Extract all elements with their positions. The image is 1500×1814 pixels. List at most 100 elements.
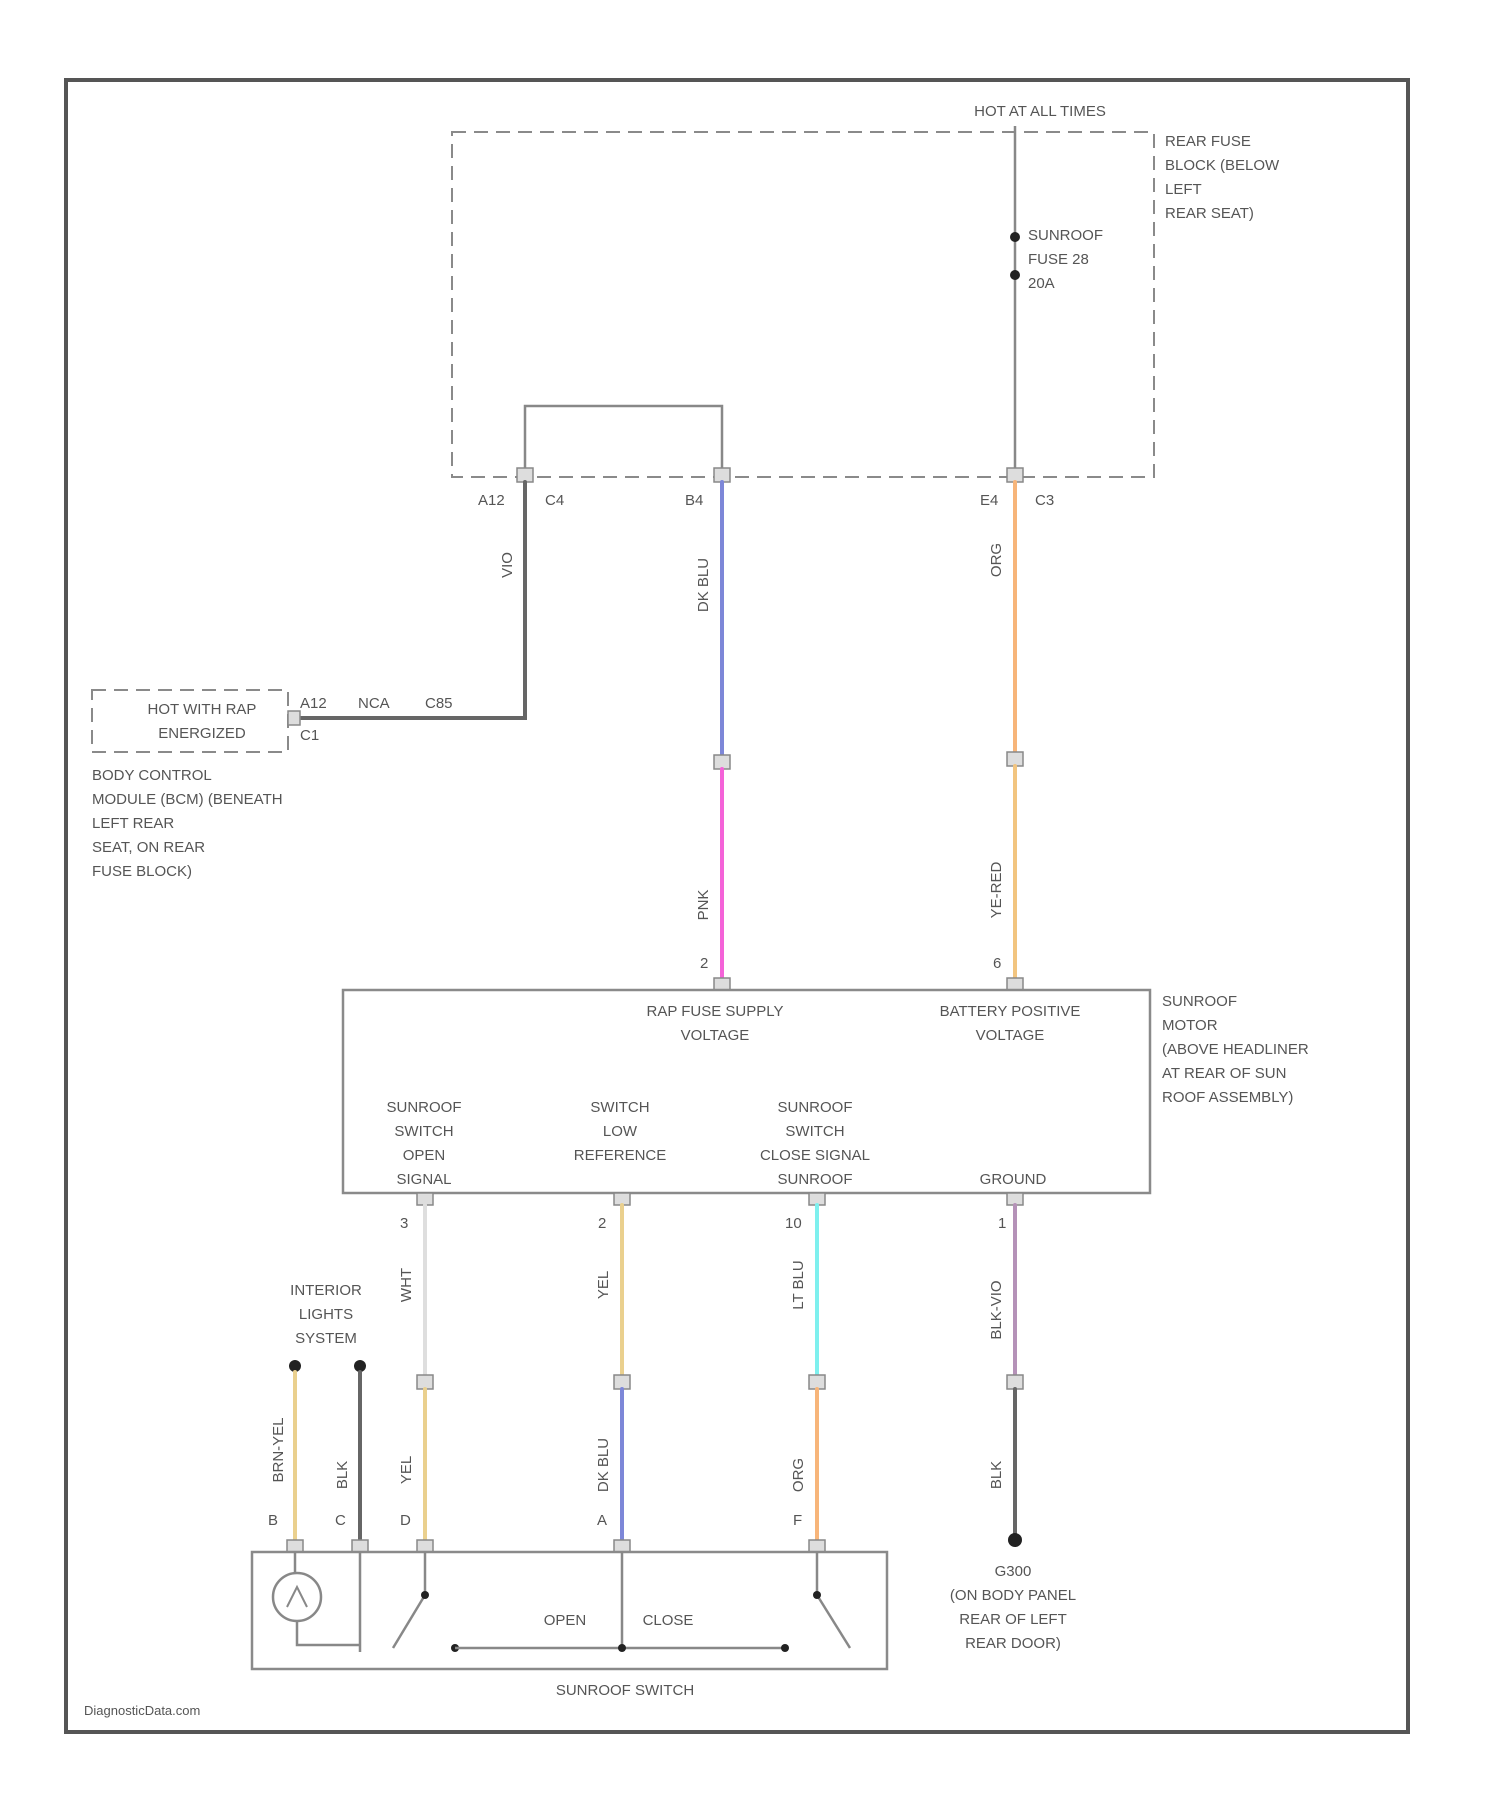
- open-contact-pivot: [421, 1591, 429, 1599]
- ground-label: GROUND: [980, 1171, 1047, 1188]
- svg-text:AT REAR OF SUN: AT REAR OF SUN: [1162, 1065, 1286, 1082]
- inline-connector-1: [714, 755, 730, 769]
- svg-text:ENERGIZED: ENERGIZED: [158, 725, 246, 742]
- svg-text:SUNROOF: SUNROOF: [778, 1171, 853, 1188]
- pin-a12: A12: [478, 492, 505, 509]
- wire-label-lt-blu: LT BLU: [790, 1260, 807, 1309]
- motor-pin-2-top: 2: [700, 955, 708, 972]
- svg-text:FUSE BLOCK): FUSE BLOCK): [92, 863, 192, 880]
- svg-text:SEAT, ON REAR: SEAT, ON REAR: [92, 839, 205, 856]
- svg-text:HOT WITH RAP: HOT WITH RAP: [148, 701, 257, 718]
- svg-text:RAP FUSE SUPPLY: RAP FUSE SUPPLY: [647, 1003, 784, 1020]
- svg-text:BATTERY POSITIVE: BATTERY POSITIVE: [940, 1003, 1081, 1020]
- wire-label-dk-blu: DK BLU: [695, 558, 712, 612]
- svg-text:VOLTAGE: VOLTAGE: [976, 1027, 1045, 1044]
- wire-label-pnk: PNK: [695, 890, 712, 921]
- svg-text:G300: G300: [995, 1563, 1032, 1580]
- wire-vio: [298, 482, 525, 718]
- connector-switch-d: [417, 1540, 433, 1552]
- sunroof-motor-label: SUNROOF MOTOR (ABOVE HEADLINER AT REAR O…: [1162, 993, 1309, 1106]
- svg-text:BODY CONTROL: BODY CONTROL: [92, 767, 212, 784]
- hot-at-all-times-label: HOT AT ALL TIMES: [974, 103, 1106, 120]
- svg-text:VOLTAGE: VOLTAGE: [681, 1027, 750, 1044]
- svg-text:CLOSE SIGNAL: CLOSE SIGNAL: [760, 1147, 870, 1164]
- interior-lights-label: INTERIOR LIGHTS SYSTEM: [290, 1282, 362, 1347]
- connector-a12: [517, 468, 533, 482]
- svg-text:LEFT REAR: LEFT REAR: [92, 815, 174, 832]
- wire-label-vio: VIO: [499, 552, 516, 578]
- svg-text:SUNROOF: SUNROOF: [1028, 227, 1103, 244]
- svg-text:OPEN: OPEN: [403, 1147, 446, 1164]
- connector-motor-6: [1007, 978, 1023, 990]
- svg-text:(ABOVE HEADLINER: (ABOVE HEADLINER: [1162, 1041, 1309, 1058]
- svg-text:ROOF ASSEMBLY): ROOF ASSEMBLY): [1162, 1089, 1293, 1106]
- wire-label-org: ORG: [988, 543, 1005, 577]
- low-reference-node: [618, 1644, 626, 1652]
- connector-e4: [1007, 468, 1023, 482]
- svg-text:LEFT: LEFT: [1165, 181, 1202, 198]
- pin-e4: E4: [980, 492, 998, 509]
- pin-c3: C3: [1035, 492, 1054, 509]
- sunroof-motor-box: [343, 990, 1150, 1193]
- svg-text:SWITCH: SWITCH: [785, 1123, 844, 1140]
- motor-pin-1: 1: [998, 1215, 1006, 1232]
- bcm-pin-c85: C85: [425, 695, 453, 712]
- close-contact-pivot: [813, 1591, 821, 1599]
- wire-label-wht: WHT: [398, 1268, 415, 1302]
- connector-switch-c: [352, 1540, 368, 1552]
- wire-label-blk-lights: BLK: [334, 1461, 351, 1489]
- svg-text:REAR FUSE: REAR FUSE: [1165, 133, 1251, 150]
- svg-text:REAR OF LEFT: REAR OF LEFT: [959, 1611, 1067, 1628]
- inline-connector-6: [1007, 1375, 1023, 1389]
- switch-pin-f: F: [793, 1512, 802, 1529]
- svg-text:INTERIOR: INTERIOR: [290, 1282, 362, 1299]
- wire-label-ye-red: YE-RED: [988, 862, 1005, 919]
- motor-pin-2-bottom: 2: [598, 1215, 606, 1232]
- svg-text:SUNROOF: SUNROOF: [1162, 993, 1237, 1010]
- motor-pin-10: 10: [785, 1215, 802, 1232]
- wire-label-brn-yel: BRN-YEL: [270, 1417, 287, 1482]
- sunroof-switch-title: SUNROOF SWITCH: [556, 1682, 694, 1699]
- switch-pin-c: C: [335, 1512, 346, 1529]
- bcm-pin-nca: NCA: [358, 695, 390, 712]
- svg-text:FUSE 28: FUSE 28: [1028, 251, 1089, 268]
- wire-label-org-close: ORG: [790, 1458, 807, 1492]
- bcm-box: [92, 690, 288, 752]
- switch-close-label: CLOSE: [643, 1612, 694, 1629]
- connector-switch-b: [287, 1540, 303, 1552]
- ground-point-g300: [1008, 1533, 1022, 1547]
- svg-text:LOW: LOW: [603, 1123, 638, 1140]
- bcm-pin-a12: A12: [300, 695, 327, 712]
- svg-text:SYSTEM: SYSTEM: [295, 1330, 357, 1347]
- svg-text:REAR DOOR): REAR DOOR): [965, 1635, 1061, 1652]
- ground-g300-label: G300 (ON BODY PANEL REAR OF LEFT REAR DO…: [950, 1563, 1076, 1652]
- sunroof-fuse-label: SUNROOF FUSE 28 20A: [1028, 227, 1103, 292]
- svg-text:MOTOR: MOTOR: [1162, 1017, 1218, 1034]
- connector-switch-a: [614, 1540, 630, 1552]
- rear-fuse-block-outline: [452, 132, 1154, 477]
- svg-text:SWITCH: SWITCH: [590, 1099, 649, 1116]
- inline-connector-3: [417, 1375, 433, 1389]
- switch-pin-a: A: [597, 1512, 607, 1529]
- fuse-terminal-bottom: [1010, 270, 1020, 280]
- inline-connector-2: [1007, 752, 1023, 766]
- fuse-terminal-top: [1010, 232, 1020, 242]
- motor-pin-3: 3: [400, 1215, 408, 1232]
- svg-text:(ON BODY PANEL: (ON BODY PANEL: [950, 1587, 1076, 1604]
- footer-watermark: DiagnosticData.com: [84, 1703, 200, 1718]
- pin-c4: C4: [545, 492, 564, 509]
- wire-label-blk-ground: BLK: [988, 1461, 1005, 1489]
- close-contact-terminal: [781, 1644, 789, 1652]
- diagram-frame: [66, 80, 1408, 1732]
- pin-b4: B4: [685, 492, 703, 509]
- connector-motor-2: [714, 978, 730, 990]
- internal-jumper: [525, 406, 722, 470]
- svg-text:MODULE (BCM) (BENEATH: MODULE (BCM) (BENEATH: [92, 791, 283, 808]
- wire-label-yel-open: YEL: [398, 1456, 415, 1484]
- inline-connector-4: [614, 1375, 630, 1389]
- rear-fuse-block-label: REAR FUSE BLOCK (BELOW LEFT REAR SEAT): [1165, 133, 1280, 222]
- svg-text:REAR SEAT): REAR SEAT): [1165, 205, 1254, 222]
- svg-text:SIGNAL: SIGNAL: [396, 1171, 451, 1188]
- svg-text:SUNROOF: SUNROOF: [778, 1099, 853, 1116]
